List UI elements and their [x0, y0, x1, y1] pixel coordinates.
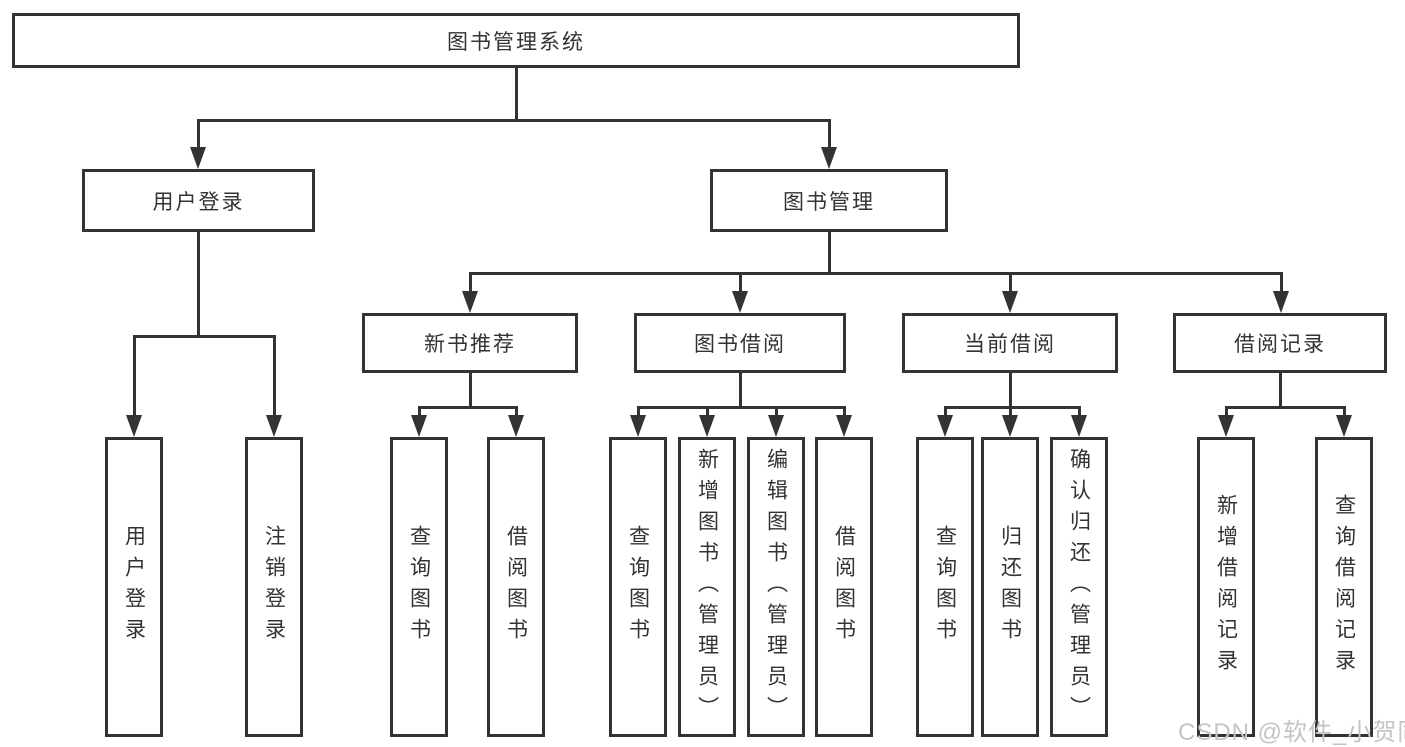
leaf-query-books-recommend-label: 查询图书	[407, 525, 431, 649]
leaf-borrow-books-recommend-label: 借阅图书	[504, 525, 528, 649]
leaf-query-books-borrow-label: 查询图书	[626, 525, 650, 649]
arrow-down-icon	[1002, 291, 1018, 313]
connector-drop-leaf	[515, 406, 518, 417]
leaf-borrow-books: 借阅图书	[815, 437, 873, 737]
node-borrow-records: 借阅记录	[1173, 313, 1387, 373]
connector-drop-new-book	[469, 272, 472, 293]
connector-book-borrow-stub	[739, 373, 742, 406]
leaf-query-books-current: 查询图书	[916, 437, 974, 737]
leaf-query-books-borrow: 查询图书	[609, 437, 667, 737]
connector-drop-leaf	[775, 406, 778, 417]
node-book-borrow-label: 图书借阅	[694, 333, 786, 356]
leaf-edit-book-admin-label: 编辑图书（管理员）	[764, 447, 788, 727]
arrow-down-icon	[768, 415, 784, 437]
connector-drop-borrow-records	[1280, 272, 1283, 293]
arrow-down-icon	[508, 415, 524, 437]
arrow-down-icon	[937, 415, 953, 437]
leaf-add-book-admin: 新增图书（管理员）	[678, 437, 736, 737]
connector-drop-leaf	[843, 406, 846, 417]
connector-drop-leaf	[133, 335, 136, 417]
node-user-login-label: 用户登录	[152, 190, 245, 214]
connector-drop-leaf	[418, 406, 421, 417]
node-root: 图书管理系统	[12, 13, 1020, 68]
leaf-borrow-books-recommend: 借阅图书	[487, 437, 545, 737]
leaf-confirm-return-admin-label: 确认归还（管理员）	[1067, 447, 1091, 727]
connector-new-book-bus	[418, 406, 518, 409]
connector-drop-leaf	[637, 406, 640, 417]
connector-book-mgmt-bus	[469, 272, 1283, 275]
arrow-down-icon	[821, 147, 837, 169]
leaf-return-books: 归还图书	[981, 437, 1039, 737]
arrow-down-icon	[126, 415, 142, 437]
connector-user-login-stub	[197, 232, 200, 335]
leaf-query-borrow-record: 查询借阅记录	[1315, 437, 1373, 737]
connector-book-mgmt-stub	[828, 232, 831, 272]
arrow-down-icon	[836, 415, 852, 437]
node-book-mgmt-label: 图书管理	[783, 190, 875, 214]
node-new-book-recommend-label: 新书推荐	[424, 333, 516, 356]
leaf-add-borrow-record: 新增借阅记录	[1197, 437, 1255, 737]
node-book-borrow: 图书借阅	[634, 313, 846, 373]
arrow-down-icon	[1071, 415, 1087, 437]
connector-borrow-records-stub	[1279, 373, 1282, 406]
connector-drop-current-borrow	[1009, 272, 1012, 293]
connector-borrow-records-bus	[1225, 406, 1346, 409]
leaf-query-books-recommend: 查询图书	[390, 437, 448, 737]
connector-current-borrow-stub	[1009, 373, 1012, 406]
connector-drop-leaf	[273, 335, 276, 417]
connector-new-book-stub	[469, 373, 472, 406]
arrow-down-icon	[190, 147, 206, 169]
csdn-watermark: CSDN @软件_小贺同学	[1178, 719, 1405, 746]
connector-root-bus	[197, 119, 831, 122]
leaf-add-borrow-record-label: 新增借阅记录	[1214, 494, 1238, 680]
connector-drop-leaf	[706, 406, 709, 417]
leaf-logout-label: 注销登录	[262, 525, 286, 649]
leaf-return-books-label: 归还图书	[998, 525, 1022, 649]
node-book-mgmt: 图书管理	[710, 169, 948, 232]
leaf-query-borrow-record-label: 查询借阅记录	[1332, 494, 1356, 680]
connector-user-login-bus	[133, 335, 276, 338]
leaf-logout: 注销登录	[245, 437, 303, 737]
connector-drop-leaf	[1078, 406, 1081, 417]
connector-drop-leaf	[1343, 406, 1346, 417]
arrow-down-icon	[699, 415, 715, 437]
node-user-login: 用户登录	[82, 169, 315, 232]
node-new-book-recommend: 新书推荐	[362, 313, 578, 373]
connector-drop-book-mgmt	[828, 119, 831, 149]
leaf-user-login: 用户登录	[105, 437, 163, 737]
arrow-down-icon	[1273, 291, 1289, 313]
connector-book-borrow-bus	[637, 406, 846, 409]
connector-drop-book-borrow	[739, 272, 742, 293]
connector-drop-user-login	[197, 119, 200, 149]
connector-drop-leaf	[1225, 406, 1228, 417]
arrow-down-icon	[732, 291, 748, 313]
connector-current-borrow-bus	[944, 406, 1081, 409]
arrow-down-icon	[411, 415, 427, 437]
arrow-down-icon	[1002, 415, 1018, 437]
leaf-confirm-return-admin: 确认归还（管理员）	[1050, 437, 1108, 737]
leaf-borrow-books-label: 借阅图书	[832, 525, 856, 649]
connector-root-stub	[515, 68, 518, 119]
leaf-add-book-admin-label: 新增图书（管理员）	[695, 447, 719, 727]
arrow-down-icon	[1218, 415, 1234, 437]
connector-drop-leaf	[1009, 406, 1012, 417]
node-root-label: 图书管理系统	[447, 30, 585, 54]
node-current-borrow-label: 当前借阅	[964, 333, 1056, 356]
arrow-down-icon	[266, 415, 282, 437]
leaf-query-books-current-label: 查询图书	[933, 525, 957, 649]
arrow-down-icon	[630, 415, 646, 437]
arrow-down-icon	[462, 291, 478, 313]
leaf-user-login-label: 用户登录	[122, 525, 146, 649]
leaf-edit-book-admin: 编辑图书（管理员）	[747, 437, 805, 737]
node-current-borrow: 当前借阅	[902, 313, 1118, 373]
node-borrow-records-label: 借阅记录	[1234, 333, 1326, 356]
arrow-down-icon	[1336, 415, 1352, 437]
connector-drop-leaf	[944, 406, 947, 417]
